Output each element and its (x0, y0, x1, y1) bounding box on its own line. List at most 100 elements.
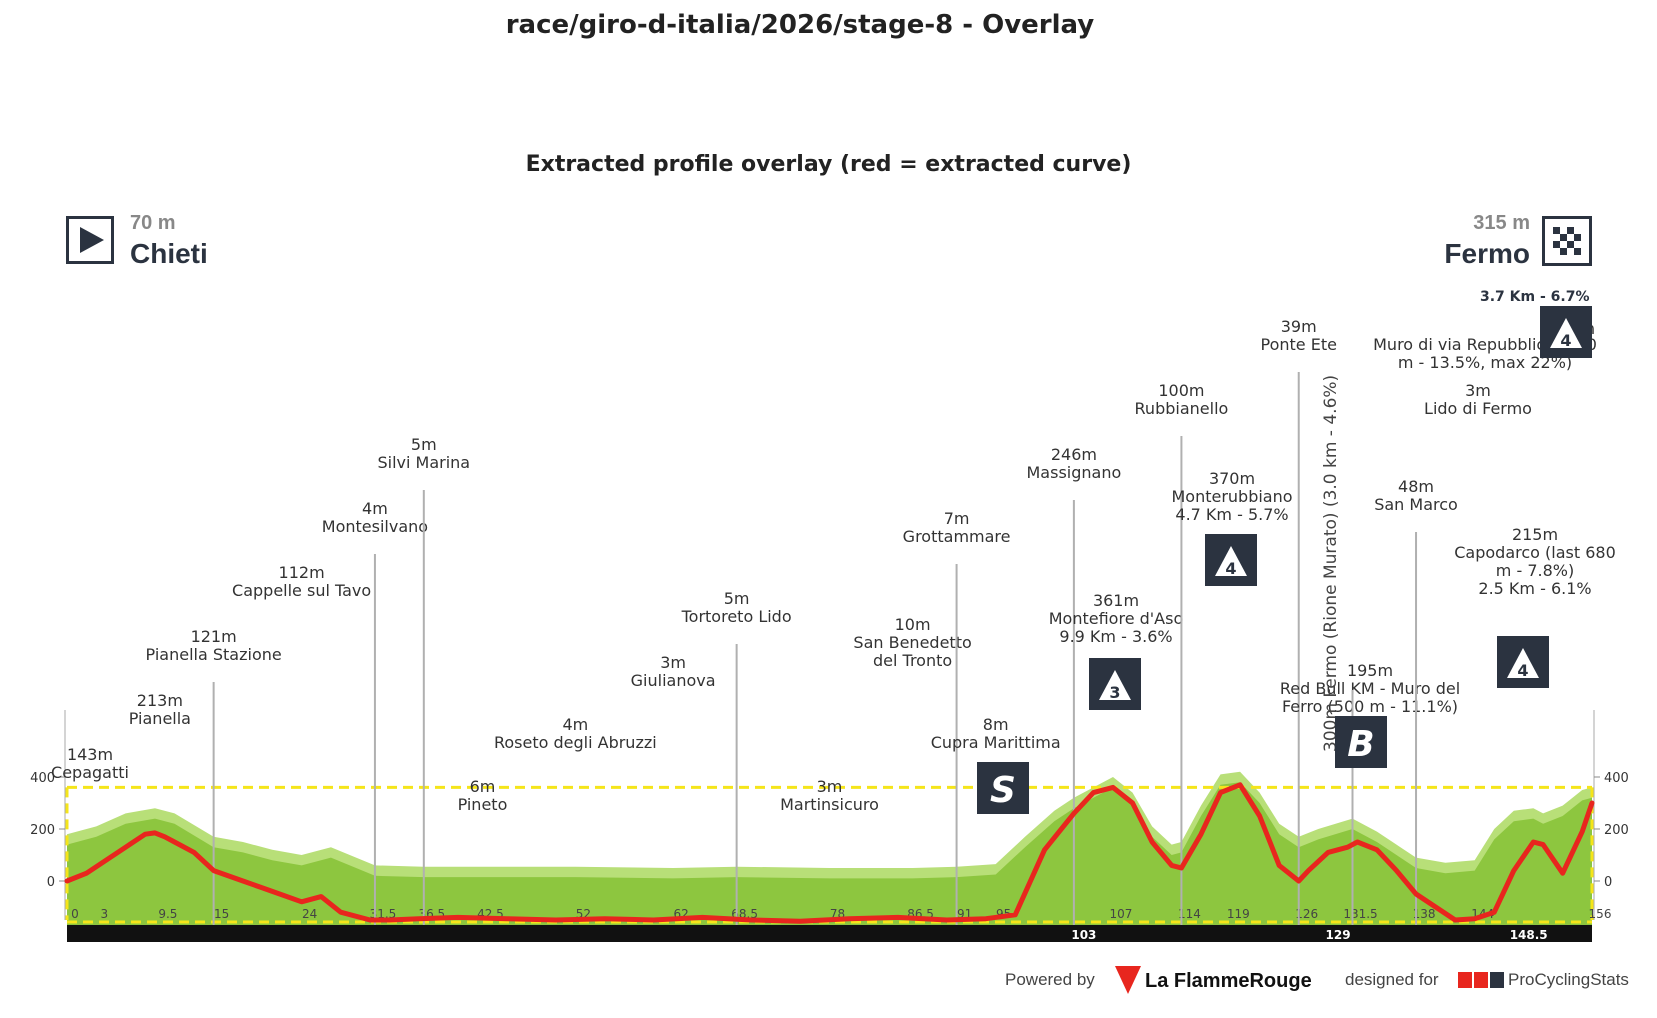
y-tick-label: 400 (1604, 771, 1629, 786)
mountain-icon (1215, 546, 1247, 576)
place-label: Ponte Ete (1261, 335, 1337, 354)
extracted-curve-line (64, 782, 1595, 924)
climb-badge-label: 4 (1560, 331, 1571, 350)
start-play-icon (66, 216, 114, 264)
place-label: Red Bull KM - Muro del (1280, 679, 1460, 698)
place-label: Cepagatti (51, 763, 129, 782)
place-label: Grottammare (903, 527, 1011, 546)
place-label: Monterubbiano (1171, 487, 1292, 506)
place-label: Capodarco (last 680 (1454, 543, 1616, 562)
place-label: m - 7.8%) (1496, 561, 1574, 580)
figure-title: race/giro-d-italia/2026/stage-8 - Overla… (505, 10, 1095, 40)
km-tick-label: 0 (71, 907, 79, 921)
place-label: 4m (562, 715, 588, 734)
start-city: Chieti (130, 238, 208, 269)
km-tick-label-bottom: 103 (1071, 928, 1096, 942)
km-tick-label-bottom: 129 (1326, 928, 1351, 942)
place-label: 3m (817, 777, 843, 796)
footer-brand: La FlammeRouge (1145, 970, 1312, 992)
place-label: Tortoreto Lido (681, 607, 792, 626)
km-tick-label: 107 (1110, 907, 1133, 921)
place-label: 361m (1093, 591, 1139, 610)
km-tick-label: 131.5 (1343, 907, 1377, 921)
place-label: 5m (724, 589, 750, 608)
place-label: 4.7 Km - 5.7% (1175, 505, 1288, 524)
place-label: 121m (191, 627, 237, 646)
place-label: 4m (362, 499, 388, 518)
place-label: 5m (411, 435, 437, 454)
y-tick-label: 400 (30, 771, 55, 786)
km-tick-label: 3 (101, 907, 109, 921)
footer-powered: Powered by (1005, 970, 1095, 989)
y-tick-label: 200 (30, 823, 55, 838)
place-label: 9.9 Km - 3.6% (1059, 627, 1172, 646)
y-tick-label: 200 (1604, 823, 1629, 838)
climb-badge-label: 4 (1225, 559, 1236, 578)
climb-badge (1335, 716, 1387, 768)
place-label: 112m (279, 563, 325, 582)
km-tick-label: 156 (1589, 907, 1612, 921)
place-label: Montesilvano (322, 517, 428, 536)
km-tick-label: 114 (1178, 907, 1201, 921)
place-label: 100m (1158, 381, 1204, 400)
place-label: Pianella (129, 709, 191, 728)
km-tick-label-bottom: 148.5 (1510, 928, 1548, 942)
place-label: 10m (895, 615, 931, 634)
place-label: 39m (1281, 317, 1317, 336)
place-label: 6m (470, 777, 496, 796)
climb-badge-label: 4 (1517, 661, 1528, 680)
place-label: Montefiore d'Aso (1049, 609, 1184, 628)
pcs-logo-icon (1458, 972, 1504, 993)
footer-pcs: ProCyclingStats (1508, 970, 1629, 989)
climb-badge (977, 762, 1029, 814)
place-label: Rubbianello (1135, 399, 1229, 418)
climb-badge-label: B (1347, 724, 1374, 765)
place-label: Lido di Fermo (1424, 399, 1532, 418)
place-label: 2.5 Km - 6.1% (1478, 579, 1591, 598)
place-label: Cappelle sul Tavo (232, 581, 371, 600)
km-tick-label: 138 (1413, 907, 1436, 921)
place-label: San Marco (1374, 495, 1458, 514)
place-label: 3m (1465, 381, 1491, 400)
finish-city: Fermo (1444, 238, 1530, 269)
place-label: 370m (1209, 469, 1255, 488)
place-label: Silvi Marina (377, 453, 470, 472)
place-label: 48m (1398, 477, 1434, 496)
finish-climb-meta: 3.7 Km - 6.7% (1480, 289, 1590, 305)
climb-badge-label: S (990, 770, 1016, 811)
place-label: 8m (983, 715, 1009, 734)
mountain-icon (1550, 318, 1582, 348)
place-label: m - 13.5%, max 22%) (1398, 353, 1572, 372)
km-tick-label: 24 (302, 907, 317, 921)
km-tick-label: 9.5 (158, 907, 177, 921)
place-label: 195m (1347, 661, 1393, 680)
place-label: 246m (1051, 445, 1097, 464)
plot-subtitle: Extracted profile overlay (red = extract… (525, 152, 1132, 177)
mountain-icon (1507, 648, 1539, 678)
footer-designed: designed for (1345, 970, 1439, 989)
km-tick-label: 119 (1227, 907, 1250, 921)
place-label: 215m (1512, 525, 1558, 544)
climb-badge-label: 3 (1109, 683, 1120, 702)
place-label: Roseto degli Abruzzi (494, 733, 657, 752)
km-tick-label: 15 (214, 907, 229, 921)
place-label: 7m (944, 509, 970, 528)
place-label: Cupra Marittima (931, 733, 1061, 752)
y-tick-label: 0 (1604, 875, 1612, 890)
place-label: Martinsicuro (780, 795, 879, 814)
place-label: del Tronto (873, 651, 952, 670)
flamme-rouge-logo-icon (1115, 966, 1141, 999)
finish-altitude: 315 m (1473, 212, 1530, 234)
km-axis-bar (67, 925, 1592, 942)
km-tick-label: 126 (1295, 907, 1318, 921)
place-label: 3m (660, 653, 686, 672)
place-label: 213m (137, 691, 183, 710)
place-label: Massignano (1027, 463, 1122, 482)
mountain-icon (1099, 670, 1131, 700)
place-label: San Benedetto (853, 633, 971, 652)
finish-flag-icon (1542, 216, 1592, 266)
finish-climb-vertical-label: 300m Fermo (Rione Murato) (3.0 km - 4.6%… (1321, 375, 1341, 752)
place-label: Ferro (500 m - 11.1%) (1282, 697, 1458, 716)
place-label: Pianella Stazione (146, 645, 282, 664)
